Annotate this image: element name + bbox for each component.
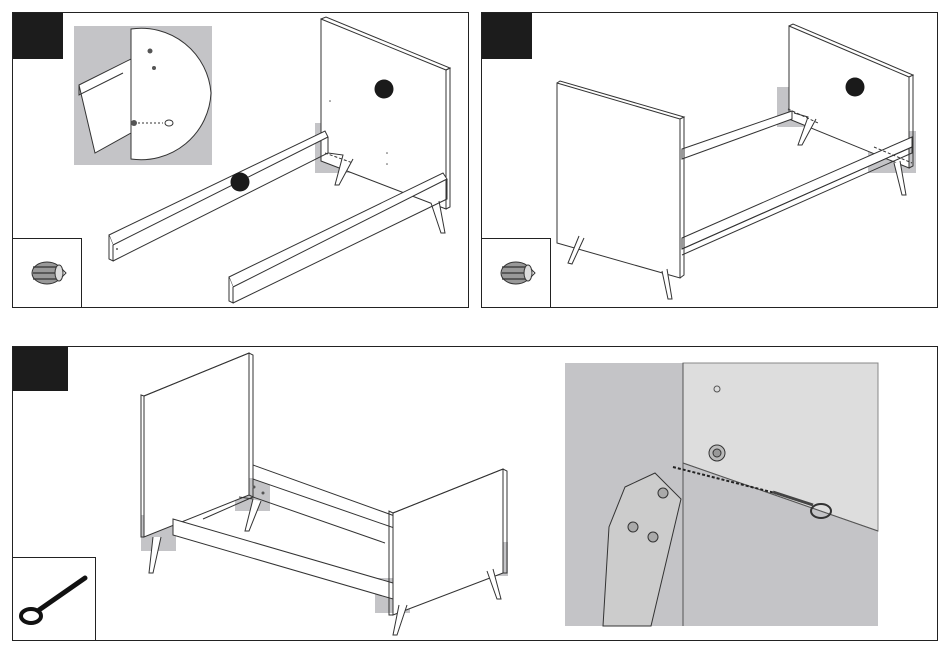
cam-dowel-icon xyxy=(13,239,81,307)
required-parts-box xyxy=(13,238,82,307)
cam-dowel-icon xyxy=(482,239,550,307)
step-panel-b xyxy=(481,12,938,308)
required-parts-box xyxy=(482,238,551,307)
detail-closeup-allen-key xyxy=(13,347,938,641)
step-panel-c xyxy=(12,346,938,641)
allen-key-icon xyxy=(13,558,95,640)
required-parts-box xyxy=(13,557,96,640)
callout-marker xyxy=(231,173,250,192)
step-panel-a xyxy=(12,12,469,308)
callout-marker xyxy=(375,80,394,99)
callout-marker xyxy=(846,78,865,97)
